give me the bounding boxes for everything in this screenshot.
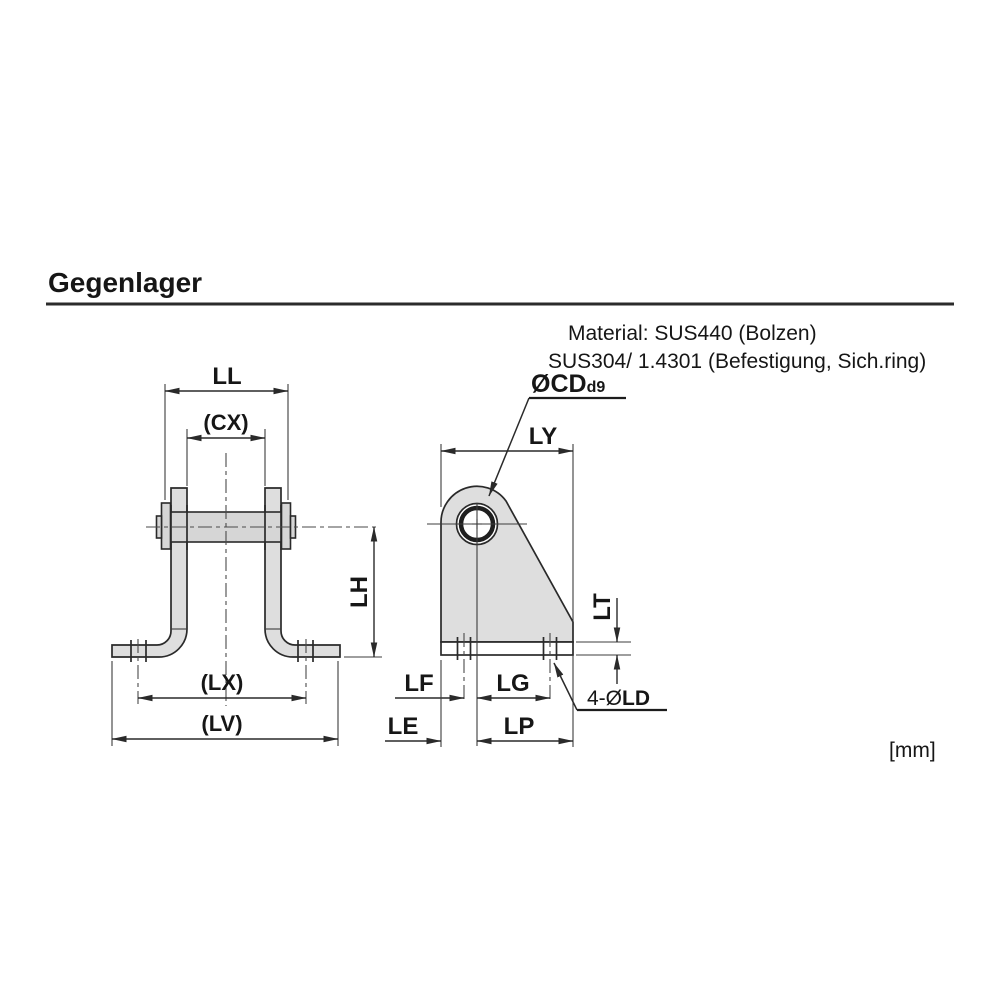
page-title: Gegenlager [48, 267, 202, 298]
dimension-LP: LP [476, 655, 574, 747]
label-LP: LP [504, 713, 535, 740]
dimension-LV: (LV) [111, 661, 339, 746]
side-base-holes [456, 637, 558, 660]
dimension-LL: LL [164, 363, 289, 500]
material-note-line2: SUS304/ 1.4301 (Befestigung, Sich.ring) [548, 350, 926, 373]
front-foot-holes [130, 640, 314, 662]
unit-label: [mm] [889, 739, 936, 762]
dimension-LE: LE [385, 660, 442, 747]
dimension-LF: LF [395, 670, 465, 702]
retaining-ring-right [280, 502, 292, 550]
front-view: LL (CX) LH (LX) (LV) [111, 363, 382, 746]
material-note-line1: Material: SUS440 (Bolzen) [568, 322, 817, 345]
label-LV: (LV) [201, 711, 242, 736]
side-base-plate [440, 641, 574, 656]
front-left-leg [111, 487, 188, 658]
label-LL: LL [212, 363, 241, 390]
dimension-LT: LT [576, 593, 631, 684]
retaining-ring-left [160, 502, 172, 550]
ld-leader-line [553, 662, 578, 711]
callout-CD: ØCDd9 [488, 370, 626, 497]
dimension-LY: LY [440, 423, 574, 622]
label-LT: LT [589, 593, 616, 621]
label-LG: LG [496, 670, 529, 697]
label-LD: 4-ØLD [587, 687, 650, 710]
label-LH: LH [346, 576, 373, 608]
label-LY: LY [529, 423, 557, 450]
cd-leader-line [488, 397, 530, 497]
dimension-CX: (CX) [186, 410, 266, 486]
label-CD: ØCDd9 [531, 370, 605, 398]
side-view: LY ØCDd9 LT LF LG LE [385, 370, 667, 747]
dimension-LX: (LX) [137, 639, 307, 704]
front-right-leg [264, 487, 341, 658]
label-CX: (CX) [203, 410, 248, 435]
label-LE: LE [388, 713, 419, 740]
label-LX: (LX) [201, 670, 244, 695]
side-body [440, 485, 574, 643]
label-LF: LF [404, 670, 433, 697]
callout-LD: 4-ØLD [553, 662, 667, 712]
dimension-LG: LG [476, 670, 551, 702]
dimension-LH: LH [344, 526, 382, 658]
